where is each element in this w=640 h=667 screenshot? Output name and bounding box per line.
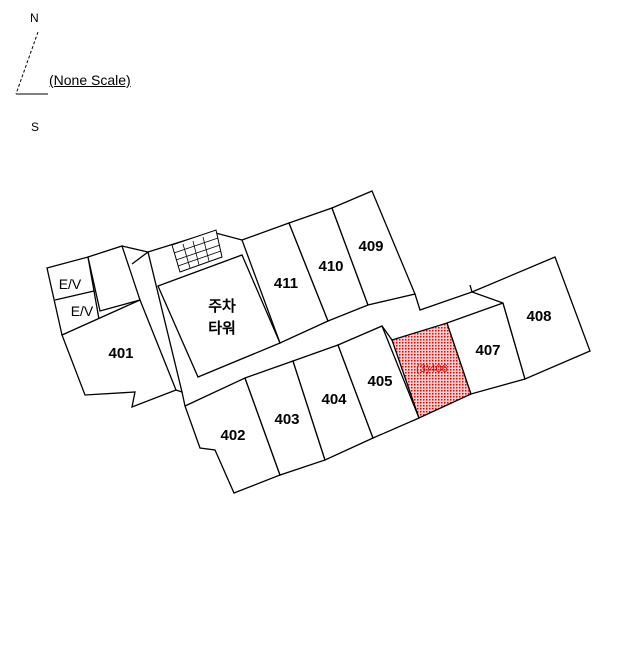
ev-label-1: E/V: [59, 276, 82, 292]
parking-tower-label-line2: 타워: [208, 320, 236, 337]
stair-icon: [171, 229, 223, 273]
compass-south-label: S: [31, 120, 40, 134]
unit-407-label: 407: [475, 342, 500, 359]
unit-408[interactable]: [470, 256, 591, 380]
compass-arrow-icon: [15, 31, 48, 95]
unit-401[interactable]: [61, 299, 177, 409]
scale-note: (None Scale): [49, 72, 131, 88]
ev-label-2: E/V: [71, 303, 94, 319]
lower-row: [184, 325, 420, 494]
parking-tower-label-line1: 주차: [208, 298, 236, 315]
unit-402-label: 402: [220, 427, 245, 444]
unit-409[interactable]: [331, 190, 416, 306]
unit-411-label: 411: [274, 275, 298, 292]
unit-401-label: 401: [108, 345, 133, 362]
right-block: [446, 256, 591, 395]
unit-410-label: 410: [318, 258, 343, 275]
unit-403-label: 403: [274, 411, 299, 428]
unit-408-label: 408: [526, 308, 551, 325]
unit-404-label: 404: [321, 391, 347, 408]
unit-405-label: 405: [367, 373, 392, 390]
compass-north-label: N: [30, 11, 39, 25]
unit-406-label: (3)406: [416, 363, 448, 375]
left-wing: [46, 245, 177, 409]
upper-row: [241, 190, 416, 344]
unit-409-label: 409: [358, 238, 383, 255]
